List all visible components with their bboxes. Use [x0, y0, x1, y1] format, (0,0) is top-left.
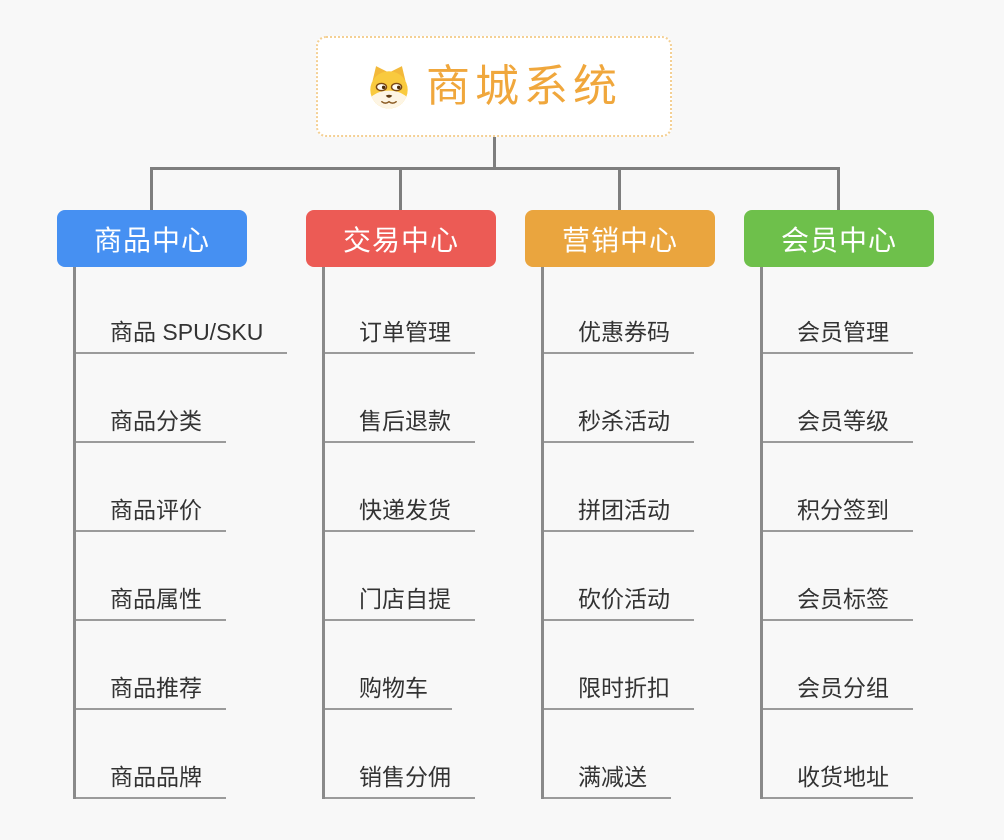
leaf-label: 满减送 — [578, 763, 647, 790]
leaf-item[interactable]: 订单管理 — [325, 267, 475, 354]
branch-product-center: 商品中心 商品 SPU/SKU 商品分类 商品评价 商品属性 商品推荐 商品品牌 — [57, 210, 288, 799]
leaf-item[interactable]: 销售分佣 — [325, 710, 475, 799]
leaf-item[interactable]: 商品属性 — [76, 532, 226, 621]
branch-member-center: 会员中心 会员管理 会员等级 积分签到 会员标签 会员分组 收货地址 — [744, 210, 934, 799]
branch-marketing-center: 营销中心 优惠券码 秒杀活动 拼团活动 砍价活动 限时折扣 满减送 — [525, 210, 715, 799]
leaf-label: 限时折扣 — [578, 674, 670, 701]
leaf-item[interactable]: 商品 SPU/SKU — [76, 267, 288, 354]
leaf-item[interactable]: 售后退款 — [325, 354, 475, 443]
branch-children-trade: 订单管理 售后退款 快递发货 门店自提 购物车 销售分佣 — [322, 267, 475, 799]
leaf-item[interactable]: 购物车 — [325, 621, 452, 710]
leaf-label: 购物车 — [359, 674, 428, 701]
connector-drop-marketing — [618, 167, 621, 210]
leaf-item[interactable]: 商品推荐 — [76, 621, 226, 710]
leaf-label: 会员标签 — [797, 585, 889, 612]
branch-label: 商品中心 — [93, 224, 210, 256]
leaf-item[interactable]: 积分签到 — [763, 443, 913, 532]
leaf-label: 会员管理 — [797, 318, 889, 345]
leaf-item[interactable]: 拼团活动 — [544, 443, 694, 532]
root-node[interactable]: 商城系统 — [316, 36, 672, 137]
connector-drop-trade — [399, 167, 402, 210]
branch-node-trade-center[interactable]: 交易中心 — [306, 210, 496, 267]
leaf-label: 商品分类 — [110, 407, 202, 434]
branch-label: 营销中心 — [561, 224, 678, 256]
branch-children-member: 会员管理 会员等级 积分签到 会员标签 会员分组 收货地址 — [760, 267, 913, 799]
doge-icon — [366, 64, 412, 110]
leaf-label: 快递发货 — [359, 496, 451, 523]
leaf-label: 订单管理 — [359, 318, 451, 345]
branch-children-marketing: 优惠券码 秒杀活动 拼团活动 砍价活动 限时折扣 满减送 — [541, 267, 694, 799]
leaf-item[interactable]: 会员分组 — [763, 621, 913, 710]
connector-drop-member — [837, 167, 840, 210]
branch-node-marketing-center[interactable]: 营销中心 — [525, 210, 715, 267]
connector-root-drop — [493, 137, 496, 168]
leaf-label: 商品推荐 — [110, 674, 202, 701]
leaf-item[interactable]: 会员标签 — [763, 532, 913, 621]
leaf-label: 秒杀活动 — [578, 407, 670, 434]
connector-rail — [150, 167, 840, 170]
leaf-item[interactable]: 优惠券码 — [544, 267, 694, 354]
leaf-item[interactable]: 快递发货 — [325, 443, 475, 532]
leaf-label: 商品评价 — [110, 496, 202, 523]
leaf-label: 门店自提 — [359, 585, 451, 612]
branch-node-member-center[interactable]: 会员中心 — [744, 210, 934, 267]
leaf-item[interactable]: 限时折扣 — [544, 621, 694, 710]
branch-node-product-center[interactable]: 商品中心 — [57, 210, 247, 267]
leaf-label: 砍价活动 — [578, 585, 670, 612]
leaf-label: 会员分组 — [797, 674, 889, 701]
branch-trade-center: 交易中心 订单管理 售后退款 快递发货 门店自提 购物车 销售分佣 — [306, 210, 496, 799]
leaf-item[interactable]: 满减送 — [544, 710, 671, 799]
leaf-item[interactable]: 商品品牌 — [76, 710, 226, 799]
leaf-item[interactable]: 门店自提 — [325, 532, 475, 621]
leaf-item[interactable]: 砍价活动 — [544, 532, 694, 621]
leaf-label: 优惠券码 — [578, 318, 670, 345]
leaf-label: 会员等级 — [797, 407, 889, 434]
leaf-label: 拼团活动 — [578, 496, 670, 523]
leaf-label: 商品品牌 — [110, 763, 202, 790]
leaf-item[interactable]: 商品评价 — [76, 443, 226, 532]
leaf-item[interactable]: 会员管理 — [763, 267, 913, 354]
leaf-label: 收货地址 — [797, 763, 889, 790]
connector-drop-product — [150, 167, 153, 210]
root-title: 商城系统 — [426, 61, 622, 111]
leaf-item[interactable]: 收货地址 — [763, 710, 913, 799]
leaf-label: 积分签到 — [797, 496, 889, 523]
branch-label: 会员中心 — [780, 224, 897, 256]
leaf-label: 商品 SPU/SKU — [110, 318, 264, 345]
leaf-label: 商品属性 — [110, 585, 202, 612]
leaf-item[interactable]: 商品分类 — [76, 354, 226, 443]
branch-children-product: 商品 SPU/SKU 商品分类 商品评价 商品属性 商品推荐 商品品牌 — [73, 267, 288, 799]
leaf-label: 售后退款 — [359, 407, 451, 434]
leaf-label: 销售分佣 — [359, 763, 451, 790]
leaf-item[interactable]: 秒杀活动 — [544, 354, 694, 443]
leaf-item[interactable]: 会员等级 — [763, 354, 913, 443]
branch-label: 交易中心 — [342, 224, 459, 256]
